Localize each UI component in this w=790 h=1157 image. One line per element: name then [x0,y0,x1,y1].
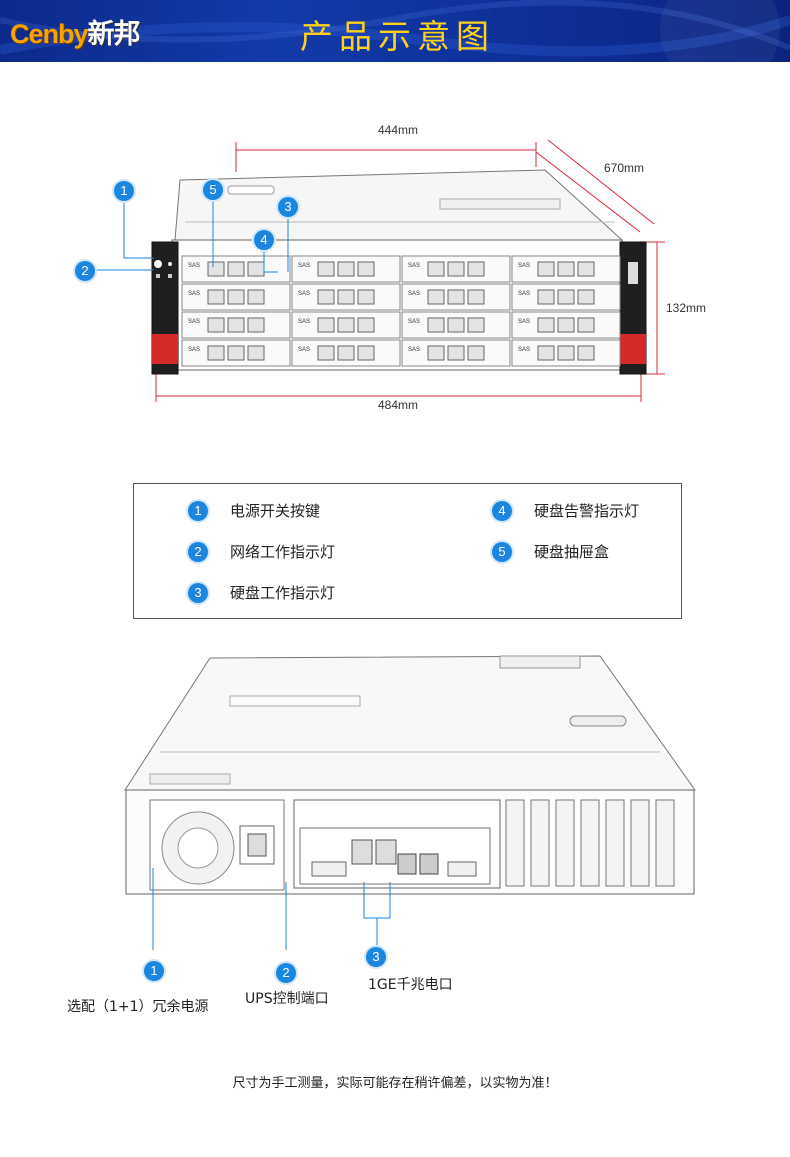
svg-text:SAS: SAS [298,291,310,297]
back-label-1ge: 1GE千兆电口 [368,977,453,993]
drive-bay: SAS [401,255,511,283]
svg-text:SAS: SAS [518,319,530,325]
svg-text:SAS: SAS [518,347,530,353]
back-callout-2: 2 [276,963,296,983]
drive-bay: SAS [401,283,511,311]
svg-text:SAS: SAS [518,291,530,297]
drive-bay: SAS [291,255,401,283]
pcie-slot [580,799,600,887]
drive-bay: SAS [291,339,401,367]
dim-depth: 670mm [604,161,645,175]
back-callout-3: 3 [366,947,386,967]
svg-text:SAS: SAS [408,319,420,325]
banner-pattern [0,0,790,62]
brand-logo: Cenby新邦 [10,19,141,49]
front-callout-3: 3 [278,197,298,217]
dimension-lines [155,139,665,402]
pcie-slot [605,799,625,887]
drive-bay: SAS [511,339,621,367]
pcie-slot [530,799,550,887]
svg-text:SAS: SAS [188,291,200,297]
front-view-diagram: SAS SAS SAS SAS SAS SAS SAS SAS SAS SAS SAS SAS SAS S… [95,139,665,402]
drive-bay: SAS [401,339,511,367]
header-banner: Cenby新邦 产品示意图 [0,0,790,62]
drive-bay: SAS [181,311,291,339]
svg-text:SAS: SAS [408,347,420,353]
drive-bay: SAS [401,311,511,339]
front-callout-4: 4 [254,230,274,250]
dim-height: 132mm [666,301,707,315]
page-title: 产品示意图 [300,17,495,56]
drive-bay: SAS [291,283,401,311]
svg-text:SAS: SAS [188,319,200,325]
drive-bay: SAS [511,255,621,283]
back-label-ups: UPS控制端口 [245,991,329,1007]
pcie-slot [555,799,575,887]
pcie-slot [505,799,525,887]
drive-bay: SAS [291,311,401,339]
drive-bays: SAS SAS SAS SAS SAS SAS SAS SAS SAS SAS SAS SAS SAS S… [181,255,621,367]
svg-text:SAS: SAS [188,347,200,353]
back-view-diagram [124,655,696,950]
back-callout-1: 1 [144,961,164,981]
front-callout-5: 5 [203,180,223,200]
front-callout-2: 2 [75,261,95,281]
dim-width-bottom: 484mm [378,398,419,412]
disclaimer-note: 尺寸为手工测量，实际可能存在稍许偏差，以实物为准！ [232,1076,558,1091]
pcie-slot [655,799,675,887]
back-label-psu: 选配（1+1）冗余电源 [67,999,209,1015]
svg-text:SAS: SAS [188,263,200,269]
svg-text:SAS: SAS [298,319,310,325]
svg-text:SAS: SAS [518,263,530,269]
svg-text:SAS: SAS [408,291,420,297]
svg-text:SAS: SAS [408,263,420,269]
drive-bay: SAS [181,339,291,367]
svg-text:SAS: SAS [298,263,310,269]
svg-text:SAS: SAS [298,347,310,353]
dim-width-top: 444mm [378,123,419,137]
front-callout-1: 1 [114,181,134,201]
drive-bay: SAS [511,311,621,339]
pcie-slot [630,799,650,887]
drive-bay: SAS [181,255,291,283]
drive-bay: SAS [181,283,291,311]
drive-bay: SAS [511,283,621,311]
